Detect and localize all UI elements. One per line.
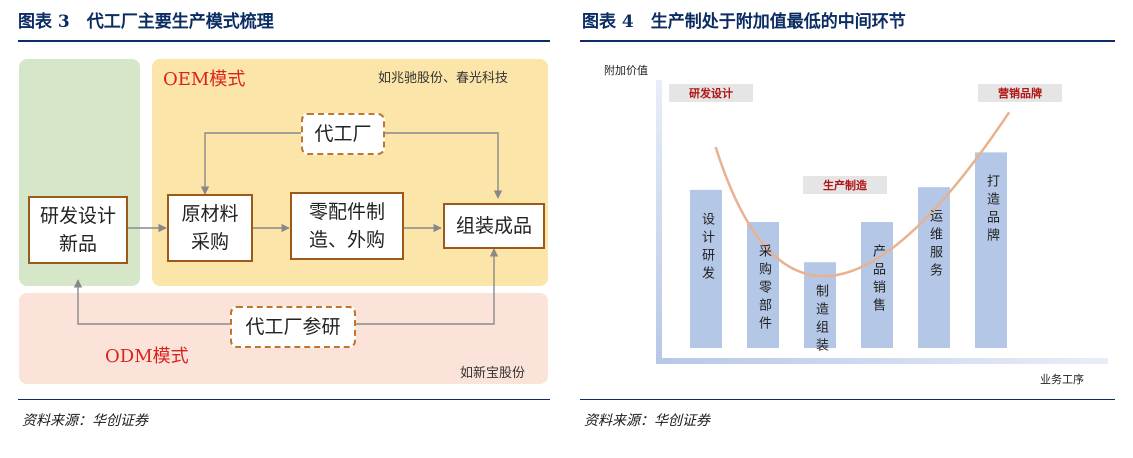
right-bottom-rule	[580, 399, 1115, 400]
odm-factory-research-box: 代工厂参研	[230, 306, 356, 348]
arrow-oem-factory-to-assembly	[385, 132, 503, 199]
bar-label-1: 采购零部件	[756, 244, 771, 335]
oem-label: OEM模式	[163, 69, 246, 90]
bar-label-4: 运维服务	[927, 209, 942, 282]
raw-material-purchase-box: 原材料 采购	[167, 194, 253, 262]
bar-label-2: 制造组装	[813, 284, 828, 357]
bar-label-0: 设计研发	[699, 211, 714, 284]
tag-rnd: 研发设计	[669, 84, 753, 102]
left-bottom-rule	[18, 399, 550, 400]
x-axis	[656, 358, 1108, 364]
value-curve	[714, 111, 1011, 278]
bar-3	[861, 222, 893, 348]
arrow-odm-factory-to-rnd	[73, 279, 230, 325]
bar-label-5: 打造品牌	[984, 174, 999, 247]
right-source: 资料来源：华创证券	[584, 413, 710, 429]
left-figure-title: 图表 3 代工厂主要生产模式梳理	[18, 12, 274, 32]
x-axis-label: 业务工序	[1040, 373, 1084, 386]
bar-5	[975, 152, 1007, 348]
odm-example-note: 如新宝股份	[460, 366, 526, 381]
left-title-rule	[18, 40, 550, 42]
y-axis	[656, 80, 662, 362]
left-source: 资料来源：华创证券	[22, 413, 148, 429]
arrow-odm-factory-to-assembly	[356, 248, 499, 325]
value-chain-chart	[656, 80, 1108, 364]
tag-production: 生产制造	[803, 176, 887, 194]
arrow-oem-factory-to-raw	[200, 132, 301, 195]
parts-manufacture-box: 零配件制 造、外购	[290, 192, 404, 260]
odm-label: ODM模式	[105, 346, 189, 367]
oem-factory-box: 代工厂	[301, 113, 385, 155]
y-axis-label: 附加价值	[604, 64, 648, 77]
bar-4	[918, 187, 950, 348]
assembly-box: 组装成品	[443, 203, 545, 249]
oem-example-note: 如兆驰股份、春光科技	[378, 71, 509, 86]
bar-label-3: 产品销售	[870, 244, 885, 317]
right-figure-title: 图表 4 生产制处于附加值最低的中间环节	[582, 12, 906, 32]
tag-marketing: 营销品牌	[978, 84, 1062, 102]
flow-arrows	[73, 132, 503, 325]
bar-0	[690, 189, 722, 348]
rnd-new-product-box: 研发设计 新品	[28, 196, 128, 264]
right-title-rule	[580, 40, 1115, 42]
